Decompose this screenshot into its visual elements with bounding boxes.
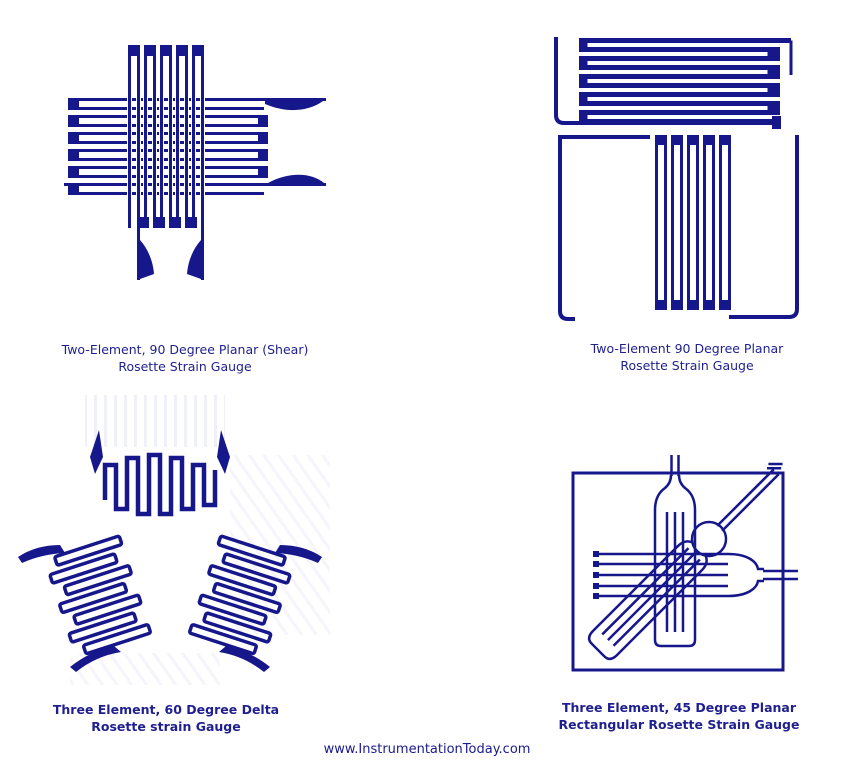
top-grid-flags [90, 430, 230, 474]
caption-line: Three Element, 45 Degree Planar [561, 700, 797, 715]
caption-line: Rosette Strain Gauge [620, 357, 754, 373]
caption-line: Rosette strain Gauge [91, 718, 241, 734]
caption-line: Two-Element 90 Degree Planar [590, 341, 784, 356]
bottom-carrier-outline-right [729, 135, 799, 319]
planar90-rosette-caption: Two-Element 90 Degree Planar Rosette Str… [537, 341, 837, 374]
shear-rosette-diagram [64, 45, 326, 280]
left-grid-bottom-flag [70, 646, 121, 672]
rectangular-rosette-figure [560, 450, 810, 685]
left-up-flag [90, 430, 103, 474]
horizontal-grid [64, 98, 326, 195]
left-grid-flags [18, 545, 121, 672]
delta-rosette-caption: Three Element, 60 Degree Delta Rosette s… [16, 702, 316, 735]
right-grid-top-flag [275, 545, 322, 563]
diagonal-gauge [587, 462, 783, 661]
solder-lead-flags [140, 240, 201, 279]
right-bottom-flag [187, 240, 201, 279]
left-bottom-flag [140, 240, 154, 279]
shear-rosette-caption: Two-Element, 90 Degree Planar (Shear) Ro… [35, 342, 335, 375]
rectangular-rosette-caption: Three Element, 45 Degree Planar Rectangu… [529, 700, 829, 733]
shear-rosette-figure [60, 30, 340, 290]
horizontal-serpentine-grid [582, 38, 791, 124]
caption-line: Rosette Strain Gauge [118, 358, 252, 374]
vertical-grid [127, 45, 205, 280]
caption-line: Rectangular Rosette Strain Gauge [558, 716, 800, 732]
planar90-rosette-diagram [554, 37, 799, 321]
serpentine-pads [579, 38, 781, 129]
planar90-rosette-figure [548, 30, 813, 325]
top-carrier-outline [554, 37, 774, 125]
right-grid-flags [219, 545, 322, 672]
left-tilted-grid [48, 534, 152, 656]
website-footer: www.InstrumentationToday.com [323, 742, 531, 757]
rectangular-rosette-diagram [571, 455, 798, 672]
diagonal-gauge-lead [716, 468, 775, 527]
diagonal-gauge-lead [721, 473, 780, 532]
delta-rosette-figure [10, 395, 330, 685]
vertical-grid [655, 135, 731, 310]
delta-rosette-diagram [18, 395, 330, 685]
vertical-gauge [653, 455, 697, 648]
left-grid-top-flag [18, 545, 65, 563]
bottom-carrier-outline-left [558, 135, 650, 321]
right-grid-bottom-flag [219, 646, 270, 672]
caption-line: Three Element, 60 Degree Delta [52, 702, 280, 717]
right-tilted-grid [188, 534, 292, 656]
caption-line: Two-Element, 90 Degree Planar (Shear) [61, 342, 309, 357]
top-grid-serpentine [102, 452, 218, 517]
right-up-flag [217, 430, 230, 474]
